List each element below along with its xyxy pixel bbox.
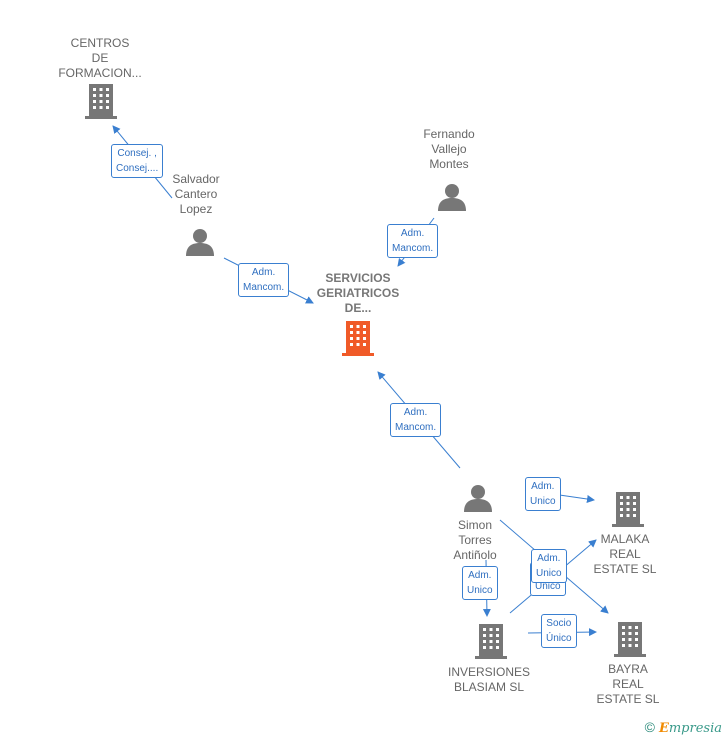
node-label-centros[interactable]: CENTROS DE FORMACION... (58, 36, 142, 80)
person-icon[interactable] (463, 484, 493, 512)
edge-label-consej[interactable]: Consej. , Consej.... (111, 144, 164, 178)
building-icon[interactable] (342, 321, 374, 357)
edge-label-simon-adm[interactable]: Adm. Mancom. (390, 403, 442, 437)
copyright-icon: © (644, 719, 655, 735)
edge-label-adm-unico-a[interactable]: Adm. Unico (531, 549, 567, 583)
building-icon[interactable] (85, 84, 117, 120)
edge-label-inversiones-adm[interactable]: Adm. Unico (462, 566, 498, 600)
person-icon[interactable] (437, 183, 467, 211)
node-label-malaka[interactable]: MALAKA REAL ESTATE SL (593, 532, 657, 576)
node-label-bayra[interactable]: BAYRA REAL ESTATE SL (596, 662, 660, 706)
node-label-inversiones[interactable]: INVERSIONES BLASIAM SL (447, 665, 531, 694)
building-icon[interactable] (612, 492, 644, 528)
node-label-salvador[interactable]: Salvador Cantero Lopez (172, 172, 220, 216)
edge-label-salvador-adm[interactable]: Adm. Mancom. (238, 263, 290, 297)
node-label-servicios[interactable]: SERVICIOS GERIATRICOS DE... (316, 271, 400, 315)
building-icon[interactable] (475, 624, 507, 660)
building-icon[interactable] (614, 622, 646, 658)
edge-label-malaka-adm[interactable]: Adm. Unico (525, 477, 561, 511)
node-label-fernando[interactable]: Fernando Vallejo Montes (423, 127, 475, 171)
brand-name: mpresia (668, 721, 722, 736)
edge-label-fernando-adm[interactable]: Adm. Mancom. (387, 224, 439, 258)
brand-initial: E (658, 721, 669, 736)
node-label-simon[interactable]: Simon Torres Antiñolo (453, 518, 497, 562)
edge-label-socio[interactable]: Socio Único (541, 614, 577, 648)
footer-brand: ©Empresia (645, 719, 722, 736)
person-icon[interactable] (185, 228, 215, 256)
